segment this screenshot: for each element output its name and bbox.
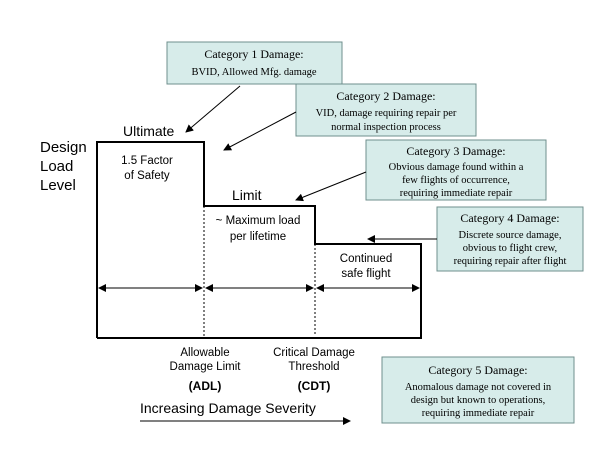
- category-4-box: Category 4 Damage: Discrete source damag…: [436, 206, 584, 272]
- max-load-note: per lifetime: [230, 231, 286, 243]
- continued-flight-note: Continued: [340, 253, 392, 265]
- category-3-background: [365, 139, 547, 201]
- continued-flight-note: safe flight: [341, 268, 391, 280]
- category-5-title: Category 5 Damage:: [428, 363, 527, 377]
- category-4-text: Discrete source damage,: [459, 230, 562, 241]
- category-4-title: Category 4 Damage:: [460, 211, 559, 225]
- cdt-label: Critical Damage Threshold (CDT): [273, 347, 355, 393]
- category-3-pointer: [295, 171, 367, 202]
- category-5-box: Category 5 Damage: Anomalous damage not …: [381, 356, 575, 424]
- category-1-pointer: [185, 85, 241, 133]
- category-1-text: BVID, Allowed Mfg. damage: [191, 67, 316, 78]
- adl-abbr: (ADL): [189, 379, 222, 393]
- ultimate-label: Ultimate: [123, 123, 175, 139]
- category-5-text: Anomalous damage not covered in: [405, 382, 552, 393]
- category-1-background: [166, 41, 343, 85]
- category-3-box: Category 3 Damage: Obvious damage found …: [365, 139, 547, 201]
- category-2-box: Category 2 Damage: VID, damage requiring…: [295, 83, 477, 137]
- category-1-box: Category 1 Damage: BVID, Allowed Mfg. da…: [166, 41, 343, 85]
- category-5-background: [381, 356, 575, 424]
- y-axis-label-line: Level: [40, 177, 76, 194]
- cdt-name: Critical Damage: [273, 347, 355, 359]
- category-5-text: requiring immediate repair: [422, 408, 535, 419]
- cdt-abbr: (CDT): [298, 379, 331, 393]
- load-level-profile: [96, 141, 422, 339]
- category-5-text: design but known to operations,: [411, 395, 545, 406]
- category-2-text: normal inspection process: [331, 122, 441, 133]
- category-4-background: [436, 206, 584, 272]
- category-2-background: [295, 83, 477, 137]
- adl-name: Damage Limit: [170, 361, 242, 373]
- cdt-name: Threshold: [288, 361, 339, 373]
- safety-factor-note: of Safety: [124, 170, 170, 182]
- category-3-text: Obvious damage found within a: [389, 162, 524, 173]
- category-1-title: Category 1 Damage:: [204, 47, 303, 61]
- adl-name: Allowable: [180, 347, 229, 359]
- safety-factor-note: 1.5 Factor: [121, 155, 173, 167]
- y-axis-label-line: Design: [40, 139, 87, 156]
- y-axis-label-line: Load: [40, 158, 73, 175]
- adl-label: Allowable Damage Limit (ADL): [170, 347, 242, 393]
- y-axis-label: Design Load Level: [40, 139, 87, 194]
- x-axis-label: Increasing Damage Severity: [140, 400, 316, 416]
- category-2-text: VID, damage requiring repair per: [316, 108, 457, 119]
- limit-label: Limit: [232, 187, 262, 203]
- category-2-title: Category 2 Damage:: [336, 89, 435, 103]
- category-2-pointer: [223, 111, 297, 151]
- category-3-text: few flights of occurrence,: [402, 175, 510, 186]
- category-4-text: obvious to flight crew,: [463, 243, 557, 254]
- category-4-text: requiring repair after flight: [454, 256, 567, 267]
- category-3-text: requiring immediate repair: [400, 188, 513, 199]
- category-3-title: Category 3 Damage:: [406, 144, 505, 158]
- max-load-note: ~ Maximum load: [216, 215, 301, 227]
